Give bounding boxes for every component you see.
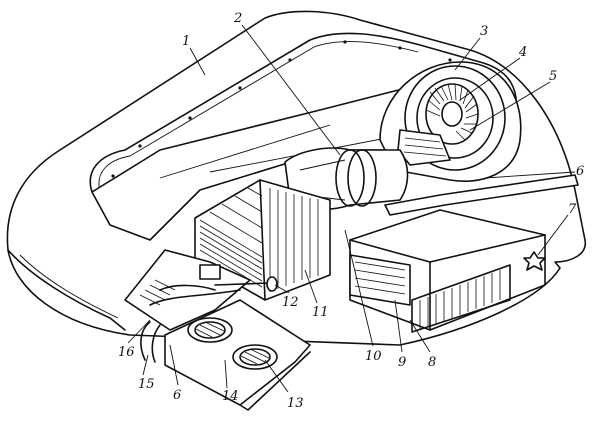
callout-7: 7 xyxy=(568,202,577,217)
callout-2: 2 xyxy=(233,11,242,26)
callout-11: 11 xyxy=(312,305,329,320)
top-rail xyxy=(384,174,579,216)
connector-pipe xyxy=(214,282,271,286)
hose-15 xyxy=(140,321,151,361)
bottom-panel xyxy=(164,299,311,411)
callout-4: 4 xyxy=(518,45,527,60)
fan-wheel xyxy=(425,83,479,145)
callout-9: 9 xyxy=(398,355,406,370)
callout-16: 16 xyxy=(118,345,135,360)
callout-10: 10 xyxy=(365,349,382,364)
callout-1: 1 xyxy=(182,34,190,49)
valve-assembly xyxy=(124,249,278,363)
callout-13: 13 xyxy=(287,396,304,411)
callout-6-left: 6 xyxy=(173,388,181,403)
hose-6 xyxy=(151,324,161,363)
radiator-fins xyxy=(199,187,319,292)
front-screen xyxy=(349,254,411,306)
grille-left xyxy=(187,317,233,343)
callout-15: 15 xyxy=(138,377,155,392)
grille-right xyxy=(232,344,278,370)
callout-12: 12 xyxy=(282,295,299,310)
callout-8: 8 xyxy=(428,355,436,370)
valve-body xyxy=(199,264,221,280)
rim-rivets xyxy=(111,40,452,178)
callout-14: 14 xyxy=(222,389,239,404)
callout-labels: 1 2 3 4 5 6 7 8 9 10 11 12 13 14 15 16 6 xyxy=(118,11,584,411)
leader-lines xyxy=(127,24,576,393)
star-knob xyxy=(523,251,546,271)
louvre-grille xyxy=(411,264,511,333)
callout-3: 3 xyxy=(480,24,488,39)
callout-6-right: 6 xyxy=(576,164,584,179)
louvre-box xyxy=(349,174,579,333)
callout-5: 5 xyxy=(549,69,557,84)
fan-housing xyxy=(379,61,522,182)
